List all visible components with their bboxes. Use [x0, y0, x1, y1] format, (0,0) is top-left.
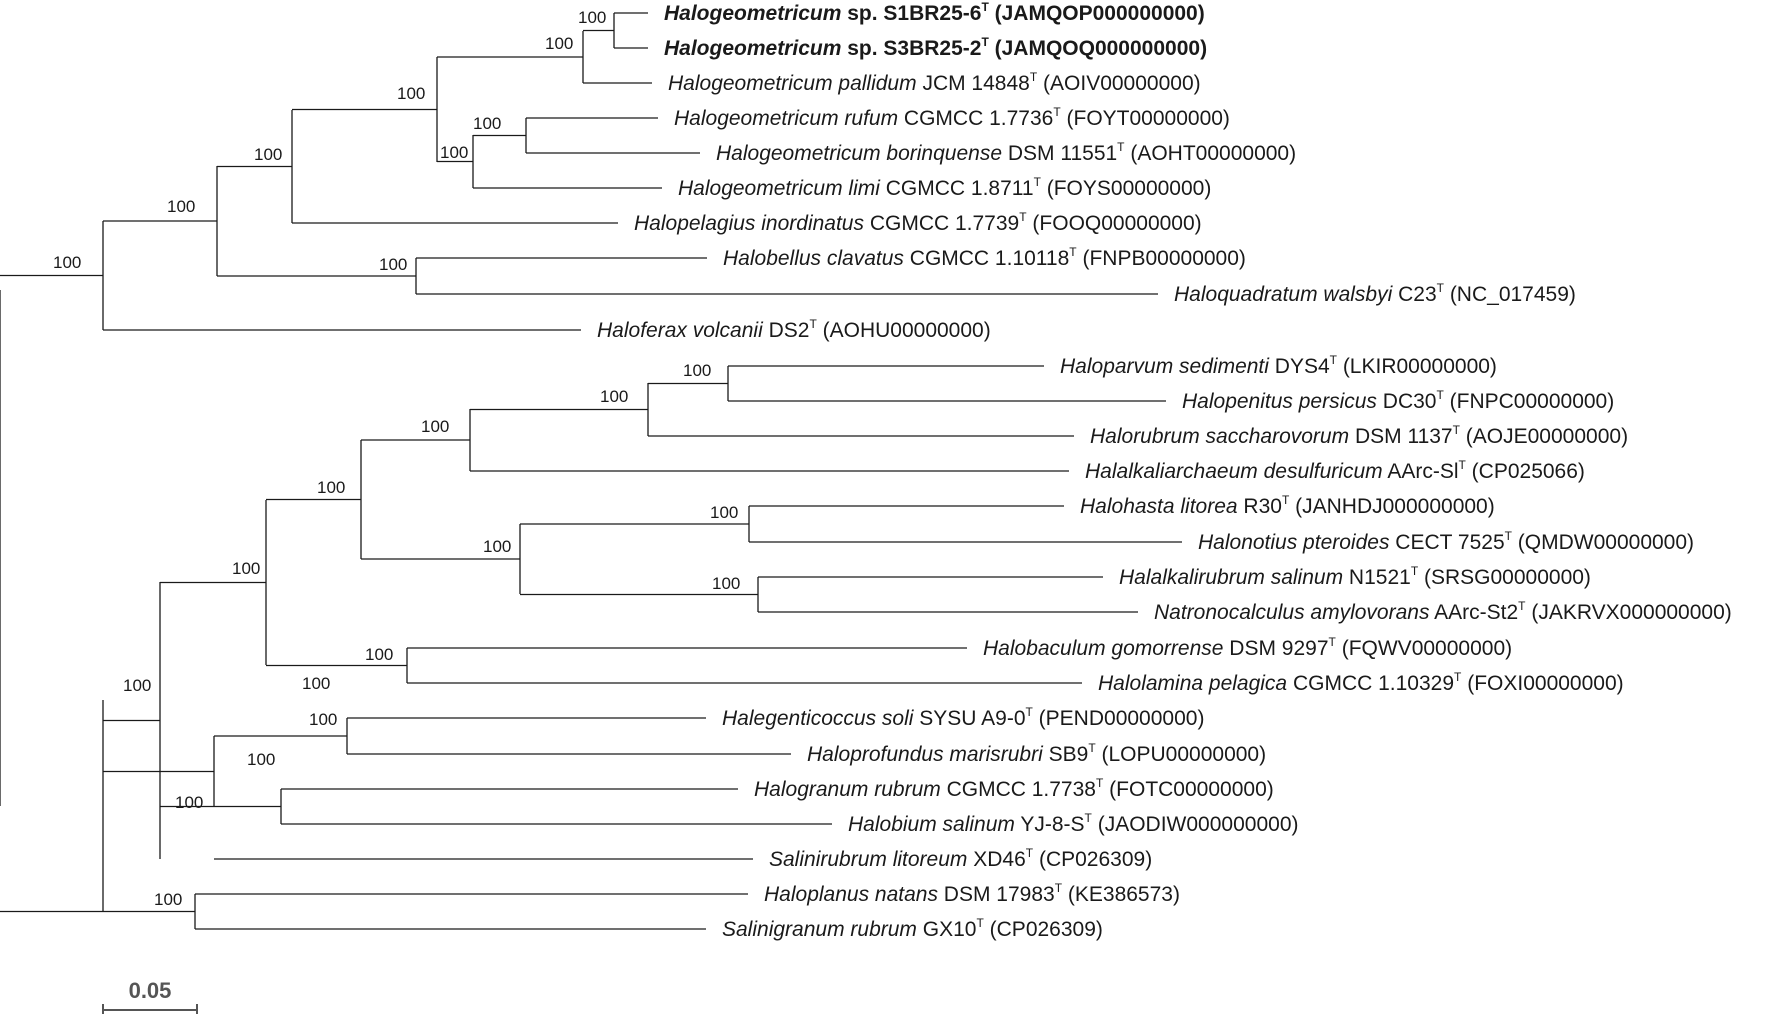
taxon-label: Halonotius pteroides CECT 7525T (QMDW000…: [1198, 529, 1694, 554]
support-value: 100: [302, 674, 330, 693]
support-value: 100: [712, 574, 740, 593]
taxon-labels: Halogeometricum sp. S1BR25-6T (JAMQOP000…: [597, 0, 1732, 941]
taxon-label: Haloferax volcanii DS2T (AOHU00000000): [597, 317, 991, 342]
scale-bar: 0.05: [102, 978, 198, 1014]
support-value: 100: [545, 34, 573, 53]
taxon-label: Halobaculum gomorrense DSM 9297T (FQWV00…: [983, 635, 1512, 660]
support-value: 100: [53, 253, 81, 272]
support-value: 100: [254, 145, 282, 164]
support-value: 100: [232, 559, 260, 578]
taxon-label: Halogeometricum borinquense DSM 11551T (…: [716, 140, 1296, 165]
support-value: 100: [379, 255, 407, 274]
taxon-label: Halogeometricum limi CGMCC 1.8711T (FOYS…: [678, 175, 1211, 200]
taxon-label: Halegenticoccus soli SYSU A9-0T (PEND000…: [722, 705, 1204, 730]
support-value: 100: [421, 417, 449, 436]
taxon-label: Haloparvum sedimenti DYS4T (LKIR00000000…: [1060, 353, 1497, 378]
support-value: 100: [123, 676, 151, 695]
support-value: 100: [154, 890, 182, 909]
support-value: 100: [600, 387, 628, 406]
taxon-label: Halolamina pelagica CGMCC 1.10329T (FOXI…: [1098, 670, 1624, 695]
support-value: 100: [397, 84, 425, 103]
taxon-label: Haloplanus natans DSM 17983T (KE386573): [764, 881, 1180, 906]
support-value: 100: [578, 8, 606, 27]
taxon-label: Halalkalirubrum salinum N1521T (SRSG0000…: [1119, 564, 1591, 589]
support-value: 100: [683, 361, 711, 380]
tree-branches: [0, 12, 1182, 930]
support-value: 100: [317, 478, 345, 497]
taxon-label: Halobellus clavatus CGMCC 1.10118T (FNPB…: [723, 245, 1246, 270]
support-value: 100: [247, 750, 275, 769]
taxon-label: Halogeometricum sp. S1BR25-6T (JAMQOP000…: [664, 0, 1205, 25]
taxon-label: Halogeometricum pallidum JCM 14848T (AOI…: [668, 70, 1201, 95]
taxon-label: Salinirubrum litoreum XD46T (CP026309): [769, 846, 1152, 871]
taxon-label: Halohasta litorea R30T (JANHDJ000000000): [1080, 493, 1495, 518]
taxon-label: Salinigranum rubrum GX10T (CP026309): [722, 916, 1103, 941]
taxon-label: Halobium salinum YJ-8-ST (JAODIW00000000…: [848, 811, 1299, 836]
taxon-label: Halorubrum saccharovorum DSM 1137T (AOJE…: [1090, 423, 1628, 448]
support-value: 100: [440, 143, 468, 162]
taxon-label: Halogeometricum sp. S3BR25-2T (JAMQOQ000…: [664, 35, 1207, 60]
support-value: 100: [167, 197, 195, 216]
taxon-label: Halopenitus persicus DC30T (FNPC00000000…: [1182, 388, 1614, 413]
taxon-label: Halopelagius inordinatus CGMCC 1.7739T (…: [634, 210, 1202, 235]
taxon-label: Halogeometricum rufum CGMCC 1.7736T (FOY…: [674, 105, 1230, 130]
support-value: 100: [175, 793, 203, 812]
taxon-label: Haloprofundus marisrubri SB9T (LOPU00000…: [807, 741, 1266, 766]
support-value: 100: [710, 503, 738, 522]
support-value: 100: [309, 710, 337, 729]
taxon-label: Natronocalculus amylovorans AArc-St2T (J…: [1154, 599, 1732, 624]
scale-bar-label: 0.05: [129, 978, 172, 1003]
taxon-label: Halogranum rubrum CGMCC 1.7738T (FOTC000…: [754, 776, 1274, 801]
taxon-label: Haloquadratum walsbyi C23T (NC_017459): [1174, 281, 1576, 306]
taxon-label: Halalkaliarchaeum desulfuricum AArc-SlT …: [1085, 458, 1585, 483]
support-value: 100: [473, 114, 501, 133]
support-value: 100: [365, 645, 393, 664]
support-value: 100: [483, 537, 511, 556]
bootstrap-support-values: 100 100 100 100 100 100 100 100 100 100 100 100 100 1…: [53, 8, 740, 909]
